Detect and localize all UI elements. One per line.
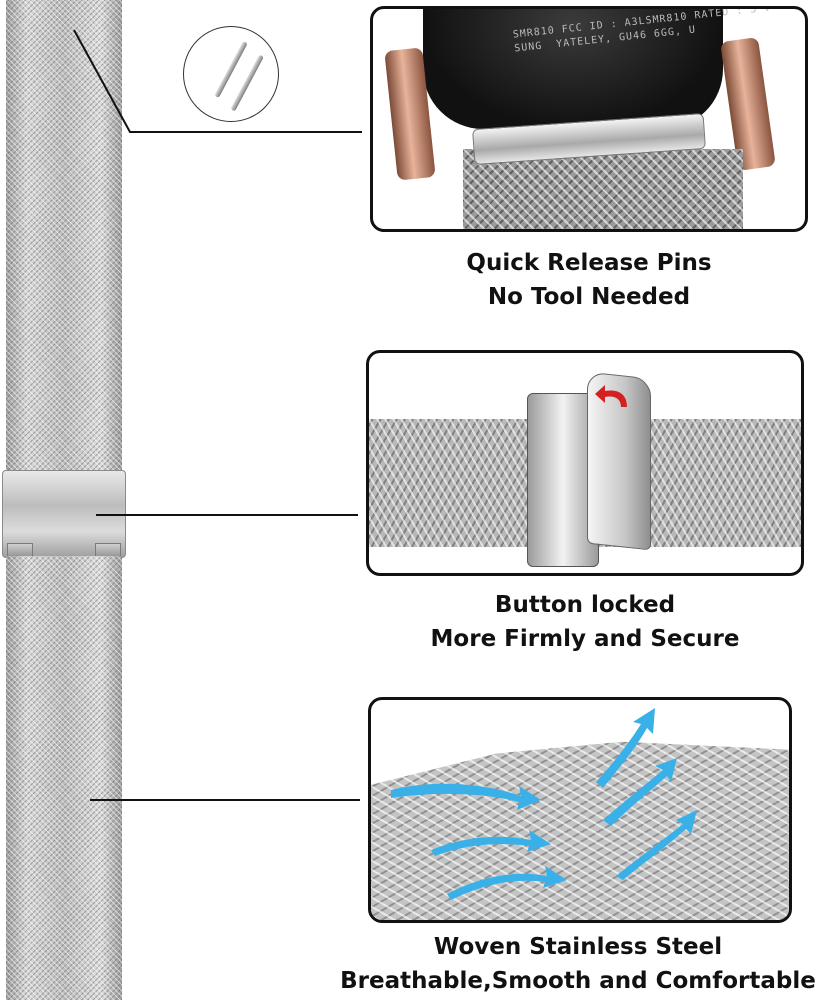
caption-line: Button locked bbox=[494, 592, 676, 618]
caption-line: Woven Stainless Steel bbox=[433, 934, 723, 960]
caption-line: Quick Release Pins bbox=[466, 250, 712, 276]
caption-line: More Firmly and Secure bbox=[430, 626, 740, 652]
caption-line: No Tool Needed bbox=[487, 284, 691, 310]
open-arrow-icon bbox=[595, 385, 627, 407]
caption-quick-release: Quick Release Pins No Tool Needed bbox=[370, 246, 808, 314]
watch-back bbox=[423, 9, 723, 129]
caption-button-lock: Button locked More Firmly and Secure bbox=[366, 588, 804, 656]
strap-lower-mesh bbox=[6, 556, 122, 1000]
mesh-watch-strap bbox=[2, 0, 126, 1000]
caption-woven-steel: Woven Stainless Steel Breathable,Smooth … bbox=[330, 930, 826, 998]
quick-release-detail-panel: SMR810 FCC ID : A3LSMR810 RATED : 5 V SU… bbox=[370, 6, 808, 232]
strap-upper-mesh bbox=[6, 0, 122, 470]
caption-line: Breathable,Smooth and Comfortable bbox=[340, 968, 816, 994]
spring-pins-icon bbox=[183, 26, 279, 122]
airflow-arrows-icon bbox=[391, 708, 697, 900]
button-lock-detail-panel bbox=[366, 350, 804, 576]
strap-end-mesh bbox=[463, 149, 743, 229]
woven-mesh-closeup bbox=[371, 741, 789, 920]
woven-steel-detail-panel bbox=[368, 697, 792, 923]
callout-line-pins bbox=[73, 29, 362, 133]
